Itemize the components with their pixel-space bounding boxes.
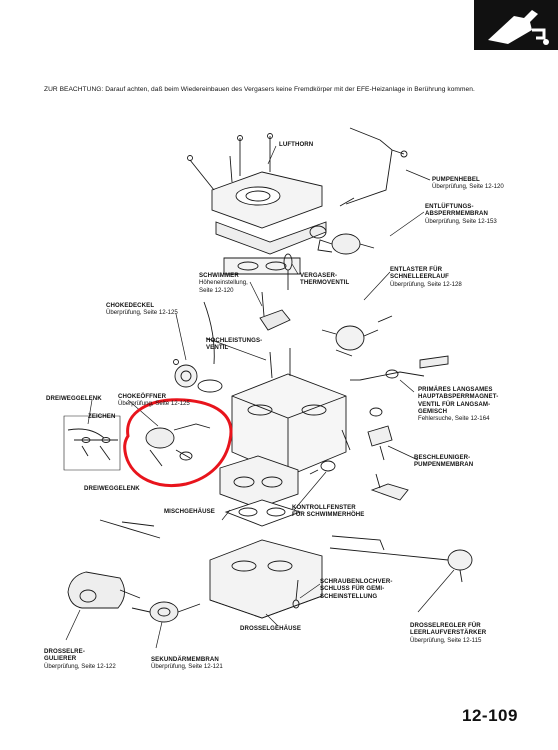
label-pumpenhebel: PUMPENHEBEL Überprüfung, Seite 12-120 (432, 176, 504, 191)
mixing-housing-part (219, 455, 302, 527)
red-highlight-circle (123, 398, 233, 487)
label-schwimmer: SCHWIMMER Höheneinstellung, Seite 12-120 (199, 272, 248, 294)
label-drosselgehaeuse: DROSSELGEHÄUSE (240, 625, 301, 632)
label-dreiweggelenk-top: DREIWEGGELENK (46, 395, 102, 402)
label-sekundaermembran: SEKUNDÄRMEMBRAN Überprüfung, Seite 12-12… (151, 656, 223, 671)
float-part (259, 253, 293, 331)
label-drosselregulierer: DROSSELRE- GULIERER Überprüfung, Seite 1… (44, 648, 116, 670)
fast-idle-unloader-part (321, 315, 393, 357)
label-chokeoeffner: CHOKEÖFFNER Überprüfung, Seite 12-125 (118, 393, 190, 408)
label-kontrollfenster: KONTROLLFENSTER FÜR SCHWIMMERHÖHE (292, 504, 365, 519)
idle-boost-controller-part (329, 535, 473, 583)
label-chokedeckel: CHOKEDECKEL Überprüfung, Seite 12-125 (106, 302, 178, 317)
inset-callout (63, 415, 121, 471)
fuel-nozzle-icon (474, 0, 558, 50)
caution-note: ZUR BEACHTUNG: Darauf achten, daß beim W… (44, 86, 475, 93)
label-hochleistungsventil: HOCHLEISTUNGS- VENTIL (206, 337, 263, 352)
fuel-pump-section-badge (474, 0, 558, 50)
vent-cut-off-diaphragm-part (309, 225, 375, 255)
carburetor-body-part (231, 348, 347, 477)
label-beschleuniger: BESCHLEUNIGER- PUMPENMEMBRAN (414, 454, 474, 469)
label-lufthorn: LUFTHORN (279, 141, 314, 148)
label-dreiweggelenk-bottom: DREIWEGGELENK (84, 485, 140, 492)
three-way-joint-part (67, 428, 161, 539)
pump-lever-part (339, 127, 408, 207)
choke-opener-part (145, 423, 211, 467)
label-schraubenlochverschluss: SCHRAUBENLOCHVER- SCHLUSS FÜR GEMI- SCHE… (320, 578, 393, 600)
throttle-linkage-part (370, 473, 409, 501)
label-primaeres-langsames: PRIMÄRES LANGSAMES HAUPTABSPERRMAGNET- V… (418, 386, 499, 423)
page-number: 12-109 (462, 706, 518, 725)
accelerator-pump-diaphragm-part (341, 407, 393, 461)
air-horn-part (187, 133, 327, 275)
throttle-regulator-part (67, 571, 141, 609)
label-drosselregler: DROSSELREGLER FÜR LEERLAUFVERSTÄRKER Übe… (410, 622, 487, 644)
choke-cover-part (173, 301, 223, 393)
float-window-part (309, 460, 336, 475)
throttle-body-part (209, 539, 323, 619)
label-mischgehaeuse: MISCHGEHÄUSE (164, 508, 215, 515)
label-vergaser-thermoventil: VERGASER- THERMOVENTIL (300, 272, 350, 287)
label-entlaster: ENTLASTER FÜR SCHNELLEERLAUF Überprüfung… (390, 266, 462, 288)
secondary-diaphragm-part (131, 601, 201, 623)
label-entlueftung: ENTLÜFTUNGS- ABSPERRMEMBRAN Überprüfung,… (425, 203, 497, 225)
leader-lines (65, 145, 455, 649)
label-zeichen: ZEICHEN (88, 413, 116, 420)
primary-slow-solenoid-part (350, 355, 449, 381)
